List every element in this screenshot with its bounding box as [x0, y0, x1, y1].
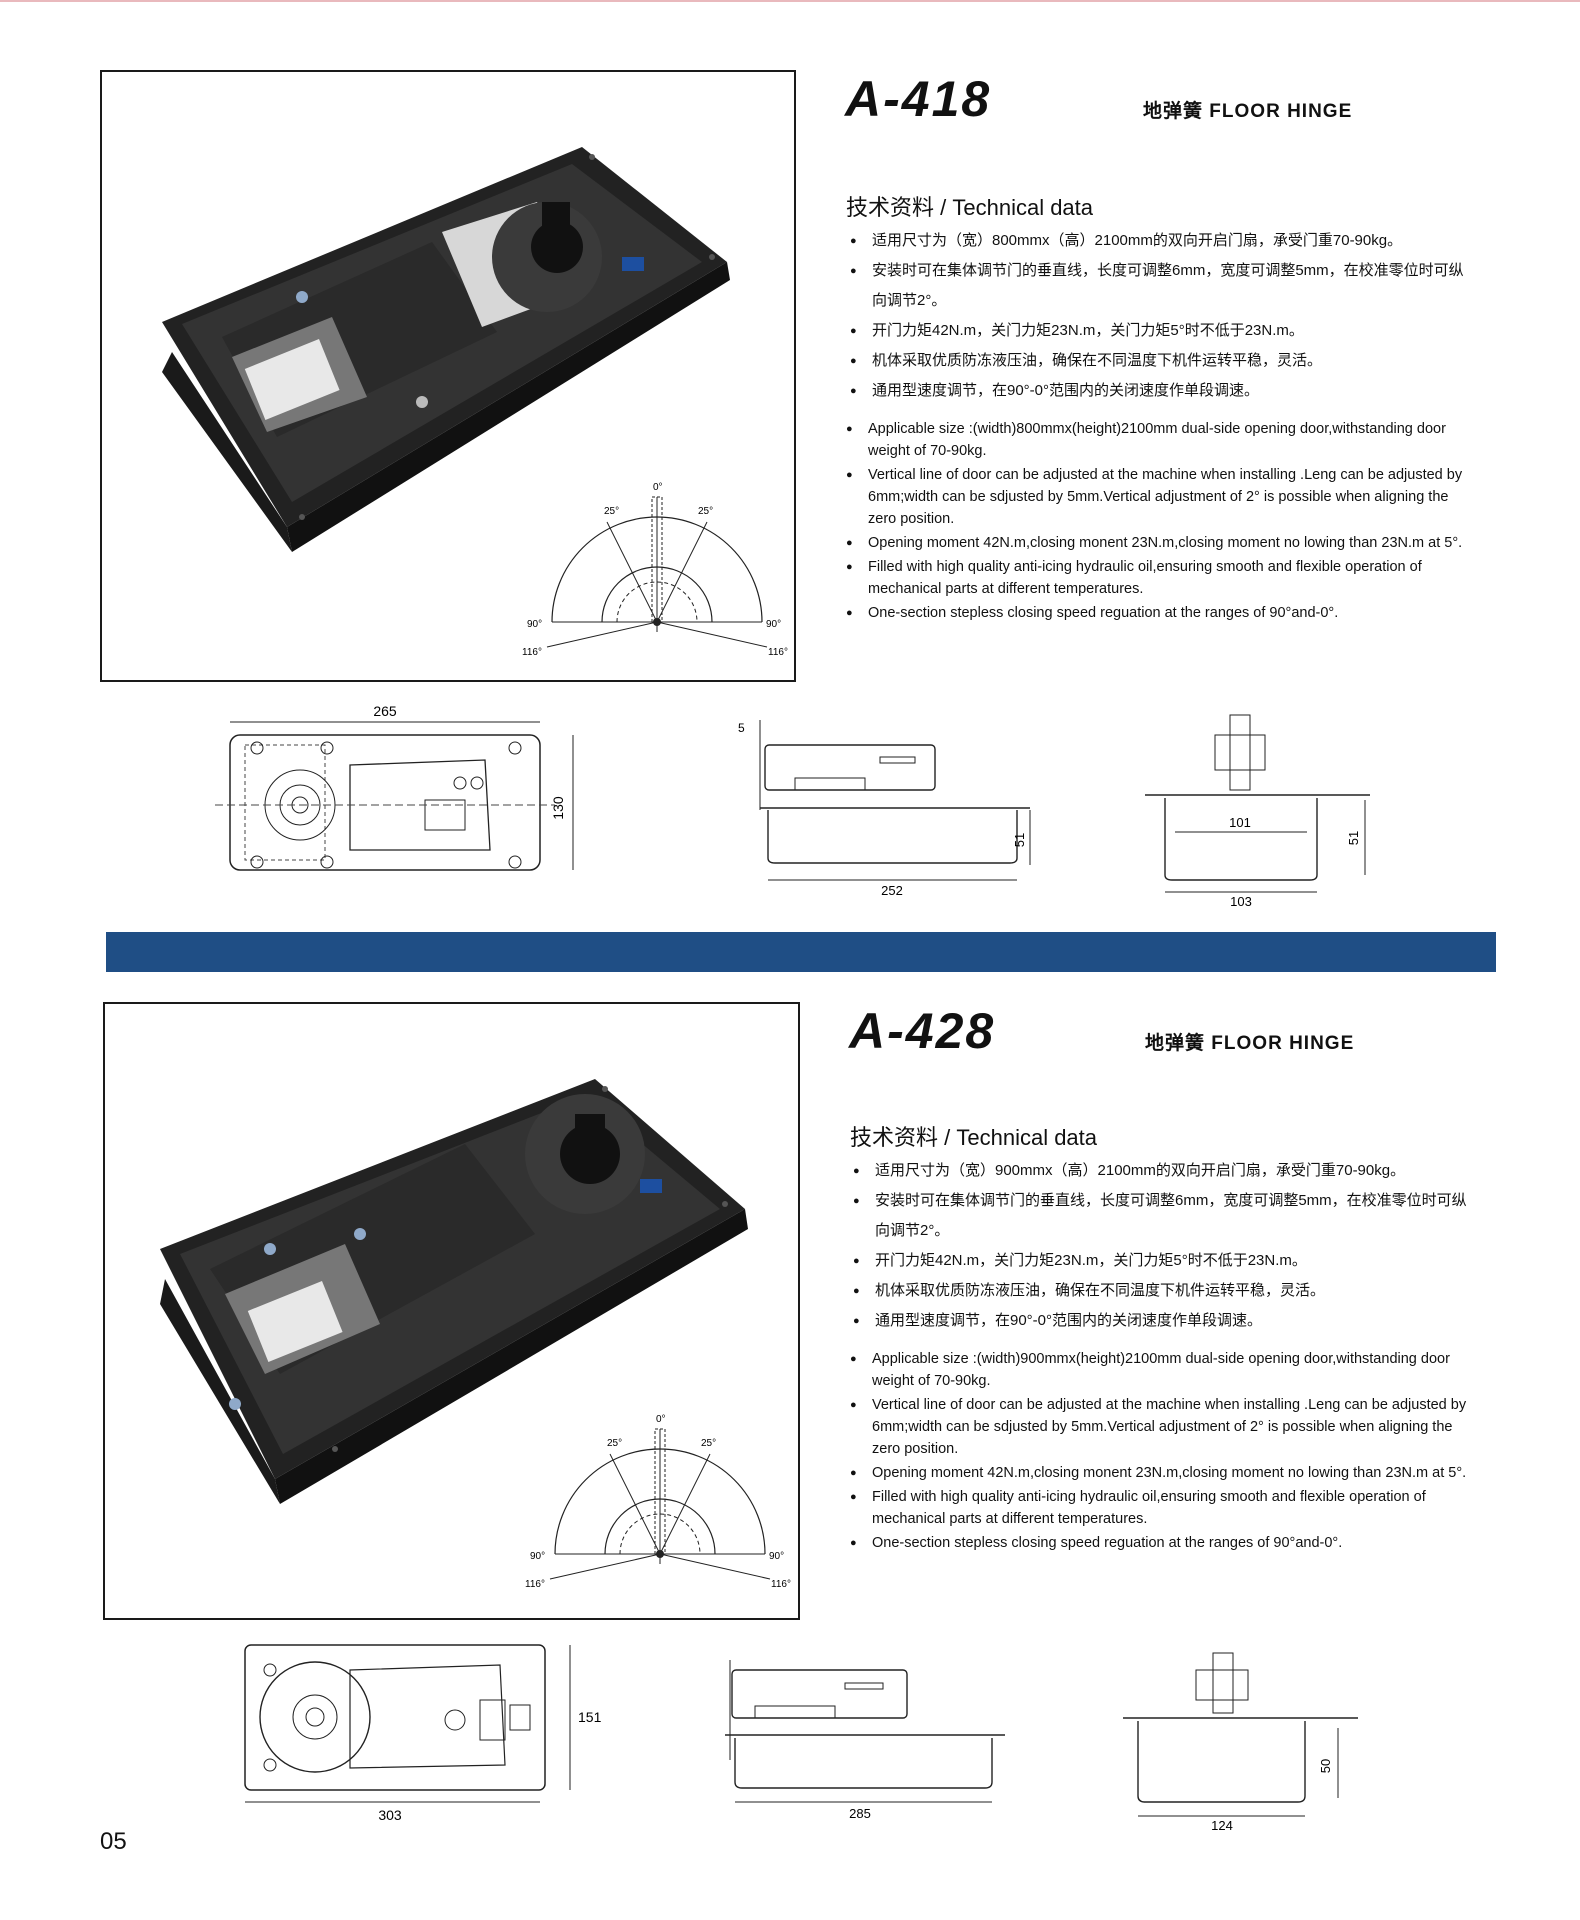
floor-hinge-photo — [162, 147, 730, 552]
top-view-drawing: 265 130 — [215, 703, 574, 871]
technical-data-heading: 技术资料 / Technical data — [850, 1125, 1098, 1150]
spec-item-en: One-section stepless closing speed regua… — [850, 1532, 1470, 1554]
dim-width-label: 265 — [373, 703, 397, 719]
floor-hinge-photo — [160, 1079, 748, 1504]
top-rule — [0, 0, 1580, 2]
opening-angle-diagram: 0° 25° 25° 90° 90° 116° 116° — [522, 482, 788, 658]
angle-label-90-right: 90° — [766, 619, 781, 630]
spec-item-en: Vertical line of door can be adjusted at… — [846, 464, 1466, 530]
angle-label-25-left: 25° — [604, 506, 619, 517]
technical-data-heading: 技术资料 / Technical data — [846, 195, 1094, 220]
spec-item-en: Opening moment 42N.m,closing monent 23N.… — [850, 1462, 1470, 1484]
spec-item-en: Applicable size :(width)900mmx(height)21… — [850, 1348, 1470, 1392]
angle-label-25-left: 25° — [607, 1438, 622, 1449]
product-type-cn: 地弹簧 — [1145, 1033, 1206, 1054]
spec-item-cn: 通用型速度调节，在90°-0°范围内的关闭速度作单段调速。 — [853, 1306, 1473, 1336]
product-type-en: FLOOR HINGE — [1209, 101, 1353, 122]
dim-length-label: 285 — [849, 1806, 871, 1821]
section-divider-band — [106, 932, 1496, 972]
product-section-a428: 0° 25° 25° 90° 90° 116° 116° A-428 地弹簧 F… — [0, 930, 1580, 1870]
angle-label-0: 0° — [656, 1414, 666, 1425]
specs-list-cn: 适用尺寸为（宽）900mmx（高）2100mm的双向开启门扇，承受门重70-90… — [853, 1156, 1473, 1336]
spec-item-en: Filled with high quality anti-icing hydr… — [850, 1486, 1470, 1530]
specs-list-en: Applicable size :(width)900mmx(height)21… — [850, 1348, 1470, 1556]
angle-label-116-right: 116° — [771, 1579, 791, 1590]
dim-side-height-label: 50 — [1318, 1759, 1333, 1773]
side-view-drawing: 50 124 — [1123, 1652, 1358, 1833]
product-photo-frame: 0° 25° 25° 90° 90° 116° 116° — [103, 1002, 800, 1620]
tech-heading-cn: 技术资料 — [850, 1125, 939, 1150]
spec-item-cn: 机体采取优质防冻液压油，确保在不同温度下机件运转平稳，灵活。 — [850, 346, 1470, 376]
angle-label-90-left: 90° — [527, 619, 542, 630]
specs-list-en: Applicable size :(width)800mmx(height)21… — [846, 418, 1466, 626]
side-view-drawing: 101 51 103 — [1145, 714, 1370, 909]
model-number: A-418 — [845, 71, 992, 127]
spec-item-cn: 安装时可在集体调节门的垂直线，长度可调整6mm，宽度可调整5mm，在校准零位时可… — [850, 256, 1470, 316]
angle-label-25-right: 25° — [698, 506, 713, 517]
spec-item-en: Applicable size :(width)800mmx(height)21… — [846, 418, 1466, 462]
angle-label-116-left: 116° — [522, 647, 542, 658]
product-type-title: 地弹簧 FLOOR HINGE — [1143, 96, 1352, 123]
angle-label-90-left: 90° — [530, 1551, 545, 1562]
angle-label-25-right: 25° — [701, 1438, 716, 1449]
dim-width-label: 303 — [378, 1807, 402, 1823]
angle-label-116-left: 116° — [525, 1579, 545, 1590]
spec-item-cn: 开门力矩42N.m，关门力矩23N.m，关门力矩5°时不低于23N.m。 — [850, 316, 1470, 346]
dim-side-width-label: 124 — [1211, 1818, 1233, 1833]
dim-side-height-label: 51 — [1346, 831, 1361, 845]
angle-label-0: 0° — [653, 482, 663, 493]
model-number: A-428 — [849, 1003, 996, 1059]
front-view-drawing: 5 51 252 — [738, 720, 1031, 898]
spec-item-cn: 安装时可在集体调节门的垂直线，长度可调整6mm，宽度可调整5mm，在校准零位时可… — [853, 1186, 1473, 1246]
opening-angle-diagram: 0° 25° 25° 90° 90° 116° 116° — [525, 1414, 791, 1590]
angle-label-116-right: 116° — [768, 647, 788, 658]
front-view-drawing: 285 — [725, 1660, 1005, 1821]
top-view-drawing: 151 303 — [244, 1644, 602, 1823]
specs-list-cn: 适用尺寸为（宽）800mmx（高）2100mm的双向开启门扇，承受门重70-90… — [850, 226, 1470, 406]
spec-item-en: One-section stepless closing speed regua… — [846, 602, 1466, 624]
dim-offset-label: 5 — [738, 721, 745, 735]
product-type-title: 地弹簧 FLOOR HINGE — [1145, 1028, 1354, 1055]
product-type-en: FLOOR HINGE — [1211, 1033, 1355, 1054]
tech-heading-en: Technical data — [956, 1125, 1098, 1150]
spec-item-cn: 开门力矩42N.m，关门力矩23N.m，关门力矩5°时不低于23N.m。 — [853, 1246, 1473, 1276]
product-type-cn: 地弹簧 — [1143, 101, 1204, 122]
spec-item-cn: 适用尺寸为（宽）900mmx（高）2100mm的双向开启门扇，承受门重70-90… — [853, 1156, 1473, 1186]
product-section-a418: 0° 25° 25° 90° 90° 116° 116° A-418 地弹簧 F… — [0, 0, 1580, 940]
page-number: 05 — [100, 1828, 127, 1855]
dim-depth-label: 51 — [1012, 833, 1027, 847]
spec-item-en: Filled with high quality anti-icing hydr… — [846, 556, 1466, 600]
dim-height-label: 151 — [578, 1709, 602, 1725]
angle-label-90-right: 90° — [769, 1551, 784, 1562]
tech-heading-cn: 技术资料 — [846, 195, 935, 220]
dim-side-width-label: 103 — [1230, 894, 1252, 909]
tech-heading-en: Technical data — [952, 195, 1094, 220]
dim-length-label: 252 — [881, 883, 903, 898]
dim-height-label: 130 — [550, 796, 566, 820]
spec-item-cn: 通用型速度调节，在90°-0°范围内的关闭速度作单段调速。 — [850, 376, 1470, 406]
spec-item-cn: 适用尺寸为（宽）800mmx（高）2100mm的双向开启门扇，承受门重70-90… — [850, 226, 1470, 256]
spec-item-en: Vertical line of door can be adjusted at… — [850, 1394, 1470, 1460]
dim-inner-width-label: 101 — [1229, 815, 1251, 830]
spec-item-en: Opening moment 42N.m,closing monent 23N.… — [846, 532, 1466, 554]
spec-item-cn: 机体采取优质防冻液压油，确保在不同温度下机件运转平稳，灵活。 — [853, 1276, 1473, 1306]
product-photo-frame: 0° 25° 25° 90° 90° 116° 116° — [100, 70, 796, 682]
